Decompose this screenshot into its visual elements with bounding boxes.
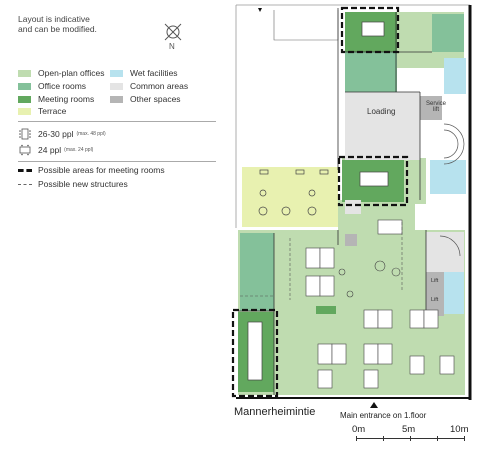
open-plan-swatch [18,69,31,77]
legend-office-rooms: Office rooms [18,81,86,91]
office-room [345,52,397,92]
other-spaces-swatch [110,95,123,103]
scale-tick [383,436,384,441]
legend-wet-facilities: Wet facilities [110,68,178,78]
lounge-furniture [316,260,401,314]
legend-terrace: Terrace [18,106,66,116]
scale-label: 0m [352,424,366,435]
legend-line-label: Possible areas for meeting rooms [38,165,165,175]
possible-new-structures [240,222,403,300]
meeting-rooms-swatch [18,95,31,103]
common-area-loading [345,92,420,160]
legend-label: Wet facilities [130,68,178,78]
scale-label: 10m [450,424,469,435]
office-room [432,14,464,52]
scale-tick [410,436,411,441]
common-area-lobby [345,200,361,214]
legend-label: Meeting rooms [38,94,95,104]
desk-pair-icon [19,144,31,156]
terrace-swatch [18,107,31,115]
terrace-area [242,167,338,227]
scale-tick [437,436,438,441]
service-lift-label: Service lift [426,101,447,113]
legend-other-spaces: Other spaces [110,94,181,104]
scale-bar: 0m 5m 10m [352,424,470,448]
capacity-max: (max. 48 ppl) [76,131,106,137]
legend-meeting-areas: Possible areas for meeting rooms [18,165,165,175]
legend-label: Terrace [38,106,67,116]
top-arrow-icon [258,8,262,12]
legend-common-areas: Common areas [110,81,188,91]
layout-note-line-2: and can be modified. [18,24,97,34]
svg-text:N: N [169,42,175,50]
wet-facility [444,58,466,94]
capacity-label: 24 ppl [38,145,62,155]
thick-dash-swatch [18,168,32,172]
capacity-row-large: 26-30 ppl (max. 48 ppl) [18,128,106,140]
desk-clusters [305,219,455,389]
capacity-row-small: 24 ppl (max. 24 ppl) [18,144,93,156]
scale-label: 5m [402,424,416,435]
spiral-stair-icon [439,123,465,257]
north-compass-icon: N [164,23,182,50]
legend-open-plan: Open-plan offices [18,68,104,78]
lift-label: Lift [431,297,439,303]
legend-new-structures: Possible new structures [18,179,128,189]
legend-label: Common areas [130,81,189,91]
legend-meeting-rooms: Meeting rooms [18,94,94,104]
layout-note: Layout is indicative and can be modified… [18,14,128,34]
terrace-seating [258,169,329,216]
thin-dash-swatch [18,183,32,185]
open-plan-main [238,200,465,395]
wet-facility [430,160,466,194]
legend-label: Open-plan offices [38,68,105,78]
lift-label: Lift [431,278,439,284]
office-rooms-swatch [18,82,31,90]
legend-line-label: Possible new structures [38,179,128,189]
legend-label: Other spaces [130,94,181,104]
long-table-icon [19,128,31,140]
loading-label: Loading [367,107,396,116]
capacity-max: (max. 24 ppl) [64,147,94,153]
entrance-arrow-icon [370,402,378,408]
possible-meeting-areas [231,6,409,398]
legend-label: Office rooms [38,81,87,91]
scale-tick [464,436,465,441]
scale-tick [356,436,357,441]
layout-note-line-1: Layout is indicative [18,14,90,24]
other-space [426,272,444,316]
wet-facilities-swatch [110,69,123,77]
meeting-tables [247,21,389,381]
other-space [345,234,357,246]
entrance-label: Main entrance on 1.floor [340,411,427,420]
common-area-stair [426,232,464,272]
legend-divider [18,161,216,162]
office-room [240,233,274,311]
legend-divider [18,121,216,122]
capacity-label: 26-30 ppl [38,129,74,139]
other-space [420,96,442,120]
wet-facility [444,272,464,314]
street-name: Mannerheimintie [234,406,316,418]
building-shell [235,4,472,400]
common-areas-swatch [110,82,123,90]
